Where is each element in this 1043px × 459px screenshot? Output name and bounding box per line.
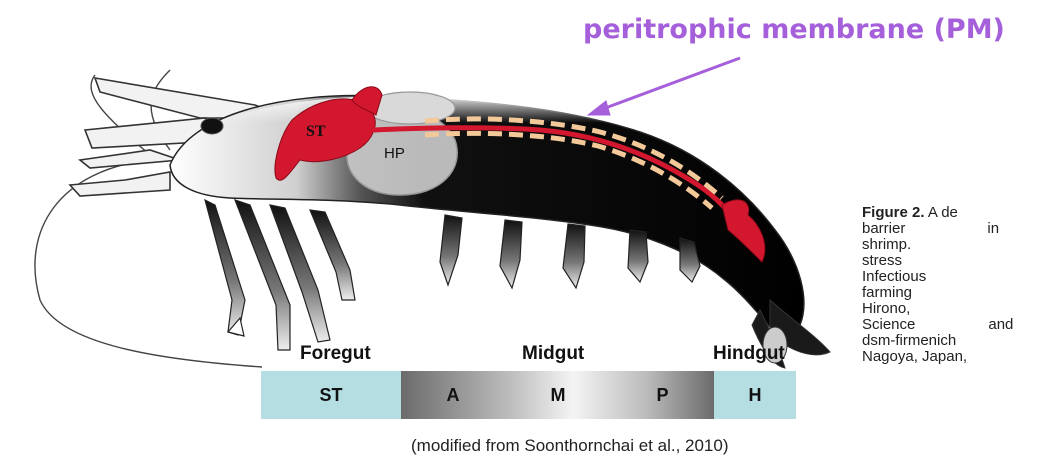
source-caption: (modified from Soonthornchai et al., 201… (411, 436, 729, 456)
segment-m: M (550, 385, 565, 406)
segment-st: ST (261, 371, 401, 419)
foregut-label: Foregut (300, 343, 371, 365)
figure-label: Figure 2. (862, 205, 925, 221)
caption-line: Science and Te (862, 317, 1043, 333)
stomach-label: ST (306, 123, 326, 140)
pm-arrow (588, 58, 740, 115)
hepatopancreas-label: HP (384, 145, 405, 162)
eye (201, 118, 223, 134)
figure-caption: Figure 2. A de barrier in the shrimp. So… (862, 205, 1043, 365)
segment-midgut: A M P (401, 371, 714, 419)
segment-p: P (656, 385, 668, 406)
caption-line: Infectious dise (862, 269, 1043, 285)
figure-caption-line-1: Figure 2. A de (862, 205, 1043, 221)
caption-line: barrier in the (862, 221, 1043, 237)
gut-segment-bar: ST A M P H (261, 371, 796, 419)
walking-legs (205, 200, 355, 350)
caption-text-1: A de (928, 205, 958, 221)
caption-line: Hirono, Tokyo (862, 301, 1043, 317)
midgut-label: Midgut (522, 343, 584, 365)
caption-line: Nagoya, Japan, (862, 349, 1043, 365)
caption-line: stress manage (862, 253, 1043, 269)
hindgut-label: Hindgut (713, 343, 785, 365)
caption-line: dsm-firmenich (862, 333, 1043, 349)
segment-a: A (446, 385, 459, 406)
segment-h: H (714, 371, 796, 419)
caption-line: farming using (862, 285, 1043, 301)
caption-line: shrimp. Source (862, 237, 1043, 253)
